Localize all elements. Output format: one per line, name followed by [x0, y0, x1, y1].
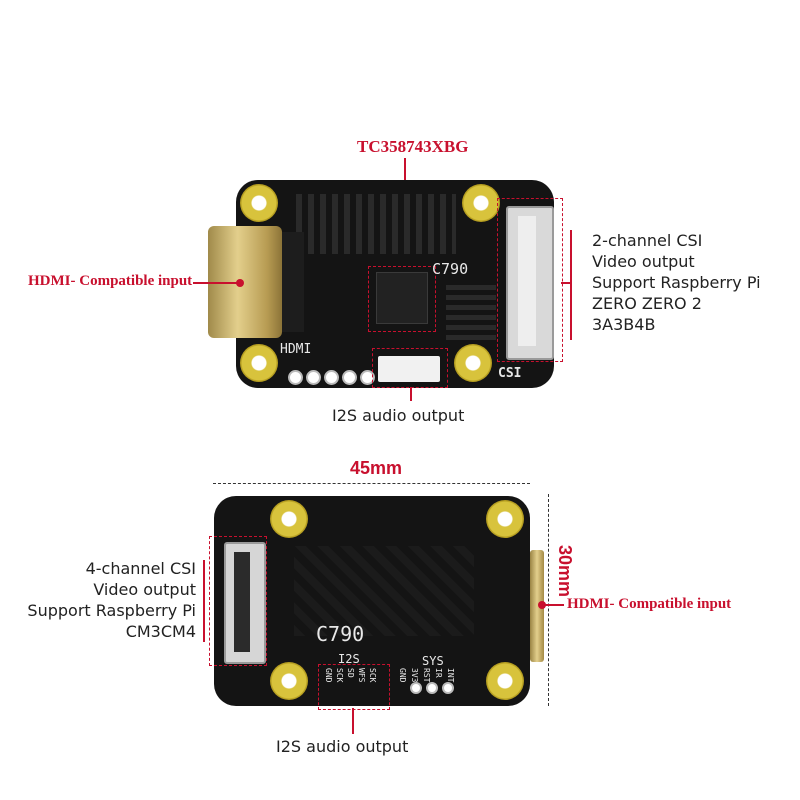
- header-pad: [360, 370, 375, 385]
- sys-pad: [410, 682, 422, 694]
- bottom-csi-callout-bracket: [203, 560, 205, 642]
- mount-hole-br: [454, 344, 492, 382]
- sys-pin-label: RST: [422, 668, 431, 683]
- mount-hole-bl: [270, 662, 308, 700]
- csi-connector-slot: [518, 216, 536, 346]
- mount-hole-tl: [240, 184, 278, 222]
- mount-hole-bl: [240, 344, 278, 382]
- sys-pin-block: GND 3V3 RST IR INT: [398, 668, 490, 702]
- sys-pin-label: 3V3: [410, 668, 419, 683]
- sys-pin-label: GND: [398, 668, 407, 683]
- header-pad: [324, 370, 339, 385]
- bottom-csi-line-3: Support Raspberry Pi: [27, 601, 196, 620]
- top-csi-callout: 2-channel CSI Video output Support Raspb…: [592, 230, 792, 335]
- header-pad: [342, 370, 357, 385]
- top-board-text: C790: [432, 260, 469, 278]
- sys-silk-text: SYS: [422, 654, 444, 668]
- bottom-csi-line-1: 4-channel CSI: [85, 559, 196, 578]
- mount-hole-tr: [462, 184, 500, 222]
- csi-connector-slot: [234, 552, 250, 652]
- top-csi-line-1: 2-channel CSI: [592, 231, 703, 250]
- top-csi-line-3: Support Raspberry Pi: [592, 273, 761, 292]
- bottom-hdmi-callout-dot: [538, 601, 546, 609]
- mount-hole-br: [486, 662, 524, 700]
- top-hdmi-callout-text: HDMI- Compatible input: [28, 273, 193, 289]
- header-pad: [306, 370, 321, 385]
- header-pad: [288, 370, 303, 385]
- bottom-i2s-highlight-box: [318, 664, 390, 710]
- bottom-board-text: C790: [316, 622, 365, 646]
- bottom-i2s-callout-line: [352, 708, 354, 734]
- top-csi-line-2: Video output: [592, 252, 695, 271]
- bottom-csi-highlight-box: [209, 536, 267, 666]
- i2s-pin-label: SCK: [368, 668, 377, 683]
- i2s-pin-label: GND: [324, 668, 333, 683]
- bottom-hdmi-callout: HDMI- Compatible input: [567, 596, 732, 612]
- i2s-pin-label: WFS: [357, 668, 366, 683]
- top-csi-line-4: ZERO ZERO 2: [592, 294, 702, 313]
- top-hdmi-callout-line: [193, 282, 239, 284]
- top-i2s-callout: I2S audio output: [332, 406, 465, 425]
- bottom-i2s-callout: I2S audio output: [276, 737, 409, 756]
- hdmi-silk-text: HDMI: [280, 342, 312, 357]
- bottom-csi-line-2: Video output: [93, 580, 196, 599]
- chip-label: TC358743XBG: [357, 137, 469, 156]
- csi-highlight-box: [497, 198, 563, 362]
- width-dimension-line: [213, 483, 530, 484]
- tc358743-chip: [376, 272, 428, 324]
- smd-components-right: [446, 280, 496, 340]
- hdmi-connector-mouth: [282, 232, 304, 332]
- sys-pin-label: IR: [434, 668, 443, 678]
- i2s-highlight-box: [372, 348, 448, 388]
- top-hdmi-callout-dot: [236, 279, 244, 287]
- i2s-silk-text: I2S: [338, 652, 360, 666]
- top-csi-line-5: 3A3B4B: [592, 315, 656, 334]
- trace-pattern: [294, 546, 474, 636]
- bottom-csi-line-4: CM3CM4: [125, 622, 196, 641]
- width-dimension-label: 45mm: [350, 458, 403, 478]
- i2s-pin-label: SD: [346, 668, 355, 678]
- sys-pad: [426, 682, 438, 694]
- mount-hole-tr: [486, 500, 524, 538]
- bottom-hdmi-callout-line: [544, 604, 564, 606]
- top-csi-callout-bracket: [570, 230, 572, 340]
- sys-pin-label: INT: [446, 668, 455, 683]
- top-hdmi-callout: HDMI- Compatible input: [28, 272, 213, 291]
- i2s-connector: [378, 356, 440, 382]
- smd-components: [296, 194, 456, 254]
- top-csi-callout-tick: [561, 282, 571, 284]
- height-dimension-label: 30mm: [555, 545, 575, 598]
- mount-hole-tl: [270, 500, 308, 538]
- i2s-pin-block: GND SCK SD WFS SCK: [324, 668, 388, 698]
- bottom-csi-callout: 4-channel CSI Video output Support Raspb…: [0, 558, 196, 642]
- sys-pad: [442, 682, 454, 694]
- top-i2s-callout-line: [410, 387, 412, 401]
- hdmi-connector-side: [530, 550, 544, 662]
- i2s-pin-label: SCK: [335, 668, 344, 683]
- chip-highlight-box: [368, 266, 436, 332]
- height-dimension-line: [548, 494, 549, 706]
- csi-silk-text: CSI: [498, 366, 522, 381]
